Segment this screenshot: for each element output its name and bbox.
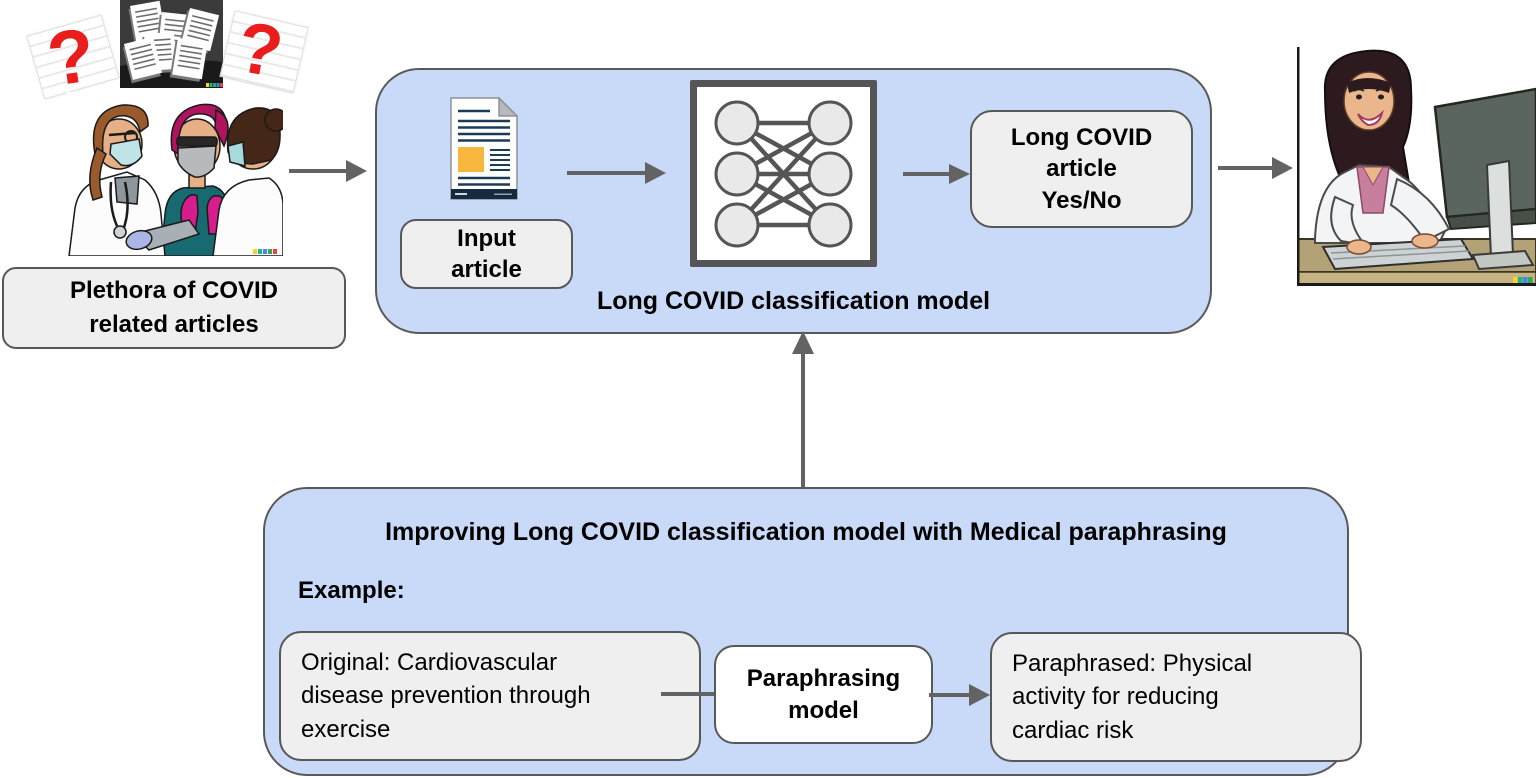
source-caption-box: Plethora of COVID related articles bbox=[2, 267, 346, 349]
source-caption-text: Plethora of COVID related articles bbox=[69, 276, 279, 338]
classifier-panel: Input article Long COVID articl bbox=[375, 68, 1212, 334]
connector-original-to-model bbox=[661, 692, 714, 696]
paraphrasing-model-label: Paraphrasing model bbox=[746, 665, 901, 724]
article-stack-icon bbox=[120, 0, 223, 88]
neural-network-icon bbox=[714, 100, 853, 248]
classifier-output-box: Long COVID article Yes/No bbox=[970, 110, 1193, 228]
paraphrasing-model-box: Paraphrasing model bbox=[714, 645, 933, 744]
article-document-icon bbox=[450, 97, 518, 200]
paraphrasing-title: Improving Long COVID classification mode… bbox=[385, 518, 1227, 546]
classifier-caption: Long COVID classification model bbox=[596, 287, 991, 315]
original-text: Original: Cardiovascular disease prevent… bbox=[301, 648, 591, 743]
original-text-box: Original: Cardiovascular disease prevent… bbox=[279, 631, 701, 761]
doctors-illustration bbox=[67, 92, 283, 256]
classifier-output-label: Long COVID article Yes/No bbox=[1010, 124, 1153, 214]
paraphrasing-panel: Improving Long COVID classification mode… bbox=[263, 487, 1362, 776]
arrow-network-to-output bbox=[903, 164, 970, 184]
watermark-squares bbox=[1513, 277, 1533, 283]
arrow-paraphrasing-to-classifier bbox=[792, 331, 814, 487]
input-article-label: Input article bbox=[451, 224, 522, 283]
watermark-squares bbox=[206, 83, 223, 87]
watermark-squares bbox=[253, 249, 277, 254]
example-label: Example: bbox=[298, 577, 405, 604]
input-article-box: Input article bbox=[400, 219, 573, 289]
arrow-classifier-to-clinician bbox=[1218, 157, 1293, 179]
arrow-model-to-paraphrased bbox=[929, 684, 990, 706]
paraphrased-text: Paraphrased: Physical activity for reduc… bbox=[1012, 649, 1253, 744]
neural-network-box bbox=[690, 80, 877, 267]
arrow-sources-to-classifier bbox=[289, 160, 367, 182]
clinician-at-computer-illustration bbox=[1297, 47, 1536, 288]
paraphrased-text-box: Paraphrased: Physical activity for reduc… bbox=[990, 632, 1362, 762]
arrow-input-to-network bbox=[567, 162, 666, 184]
